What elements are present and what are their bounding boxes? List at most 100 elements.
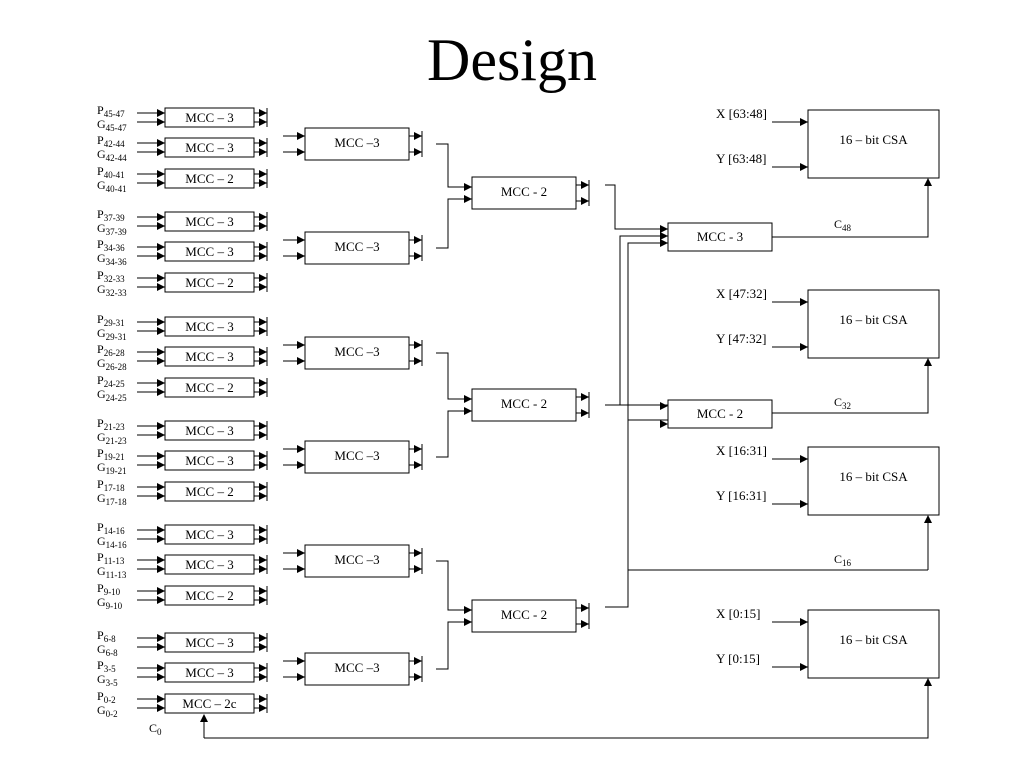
arrowhead-right bbox=[660, 225, 668, 233]
mcc-cell-box bbox=[164, 241, 255, 262]
arrowhead-right bbox=[297, 236, 305, 244]
p-signal-label: P14-16 bbox=[97, 520, 125, 536]
mcc3-mid-label: MCC –3 bbox=[334, 135, 379, 150]
wire bbox=[436, 198, 472, 249]
csa-block-label: 16 – bit CSA bbox=[839, 312, 908, 327]
arrowhead-up bbox=[924, 678, 932, 686]
arrowhead-right bbox=[157, 222, 165, 230]
arrowhead-right bbox=[297, 565, 305, 573]
csa-block-label: 16 – bit CSA bbox=[839, 632, 908, 647]
mcc2-level3-label: MCC - 2 bbox=[501, 607, 547, 622]
arrowhead-right bbox=[297, 252, 305, 260]
arrowhead-right bbox=[581, 181, 589, 189]
mcc3-mid-box bbox=[304, 231, 410, 265]
g-signal-label: G19-21 bbox=[97, 460, 127, 476]
arrowhead-right bbox=[800, 618, 808, 626]
arrowhead-right bbox=[157, 643, 165, 651]
mcc-cell-box bbox=[164, 554, 255, 575]
arrowhead-right bbox=[157, 379, 165, 387]
arrowhead-right bbox=[157, 179, 165, 187]
g-signal-label: G21-23 bbox=[97, 430, 127, 446]
slide-title: Design bbox=[427, 27, 597, 93]
arrowhead-right bbox=[414, 148, 422, 156]
g-signal-label: G24-25 bbox=[97, 387, 127, 403]
arrowhead-right bbox=[157, 587, 165, 595]
wire bbox=[436, 560, 472, 611]
arrowhead-right bbox=[259, 422, 267, 430]
p-signal-label: P17-18 bbox=[97, 477, 125, 493]
wire bbox=[436, 352, 472, 400]
arrowhead-right bbox=[414, 341, 422, 349]
arrowhead-right bbox=[259, 643, 267, 651]
mcc-level4-label: MCC - 2 bbox=[697, 406, 743, 421]
arrowhead-right bbox=[414, 461, 422, 469]
g-signal-label: G42-44 bbox=[97, 147, 127, 163]
p-signal-label: P24-25 bbox=[97, 373, 125, 389]
mcc3-mid-box bbox=[304, 127, 410, 161]
arrowhead-right bbox=[157, 492, 165, 500]
mcc-cell-box bbox=[164, 524, 255, 545]
arrowhead-right bbox=[157, 109, 165, 117]
carry-c0-wire bbox=[204, 686, 929, 739]
mcc-cell-label: MCC – 2 bbox=[185, 380, 233, 395]
arrowhead-right bbox=[259, 109, 267, 117]
mcc-cell-label: MCC – 3 bbox=[185, 349, 233, 364]
arrowhead-right bbox=[157, 483, 165, 491]
mcc-cell-label: MCC – 2 bbox=[185, 588, 233, 603]
arrowhead-right bbox=[259, 431, 267, 439]
arrowhead-right bbox=[297, 461, 305, 469]
arrowhead-right bbox=[581, 604, 589, 612]
carry-c32-wire bbox=[772, 366, 929, 414]
mcc-cell-box bbox=[164, 377, 255, 398]
arrowhead-right bbox=[259, 222, 267, 230]
mcc-cell-label: MCC – 2 bbox=[185, 275, 233, 290]
csa-y-input-label: Y [47:32] bbox=[716, 331, 766, 346]
arrowhead-right bbox=[259, 148, 267, 156]
arrowhead-right bbox=[157, 348, 165, 356]
carry-c48-wire bbox=[772, 186, 929, 238]
csa-y-input-label: Y [63:48] bbox=[716, 151, 766, 166]
arrowhead-right bbox=[259, 526, 267, 534]
g-signal-label: G45-47 bbox=[97, 117, 127, 133]
mcc-cell-box bbox=[164, 662, 255, 683]
arrowhead-right bbox=[157, 422, 165, 430]
mcc-cell-box bbox=[164, 137, 255, 158]
arrowhead-right bbox=[259, 483, 267, 491]
mcc-cell-label: MCC – 3 bbox=[185, 319, 233, 334]
g-signal-label: G37-39 bbox=[97, 221, 127, 237]
csa-y-input-label: Y [16:31] bbox=[716, 488, 766, 503]
mcc-cell-box bbox=[164, 346, 255, 367]
arrowhead-right bbox=[414, 673, 422, 681]
arrowhead-right bbox=[157, 388, 165, 396]
mcc-cell-label: MCC – 3 bbox=[185, 244, 233, 259]
mcc-cell-box bbox=[164, 481, 255, 502]
arrowhead-right bbox=[259, 327, 267, 335]
mcc3-mid-box bbox=[304, 336, 410, 370]
mcc-cell-box bbox=[164, 632, 255, 653]
carry-c16-wire bbox=[627, 243, 928, 571]
g-signal-label: G40-41 bbox=[97, 178, 127, 194]
arrowhead-right bbox=[660, 232, 668, 240]
arrowhead-right bbox=[297, 148, 305, 156]
p-signal-label: P3-5 bbox=[97, 658, 116, 674]
mcc-cell-label: MCC – 2 bbox=[185, 484, 233, 499]
p-signal-label: P19-21 bbox=[97, 446, 125, 462]
arrowhead-right bbox=[297, 357, 305, 365]
p-signal-label: P0-2 bbox=[97, 689, 116, 705]
g-signal-label: G14-16 bbox=[97, 534, 127, 550]
arrowhead-right bbox=[157, 664, 165, 672]
arrowhead-right bbox=[259, 556, 267, 564]
g-signal-label: G0-2 bbox=[97, 703, 118, 719]
arrowhead-right bbox=[157, 634, 165, 642]
arrowhead-right bbox=[259, 492, 267, 500]
mcc-cell-label: MCC – 3 bbox=[185, 557, 233, 572]
arrowhead-right bbox=[464, 395, 472, 403]
p-signal-label: P42-44 bbox=[97, 133, 125, 149]
arrowhead-right bbox=[414, 445, 422, 453]
arrowhead-right bbox=[259, 388, 267, 396]
arrowhead-right bbox=[157, 704, 165, 712]
mcc3-mid-label: MCC –3 bbox=[334, 552, 379, 567]
g-signal-label: G26-28 bbox=[97, 356, 127, 372]
arrowhead-right bbox=[259, 664, 267, 672]
